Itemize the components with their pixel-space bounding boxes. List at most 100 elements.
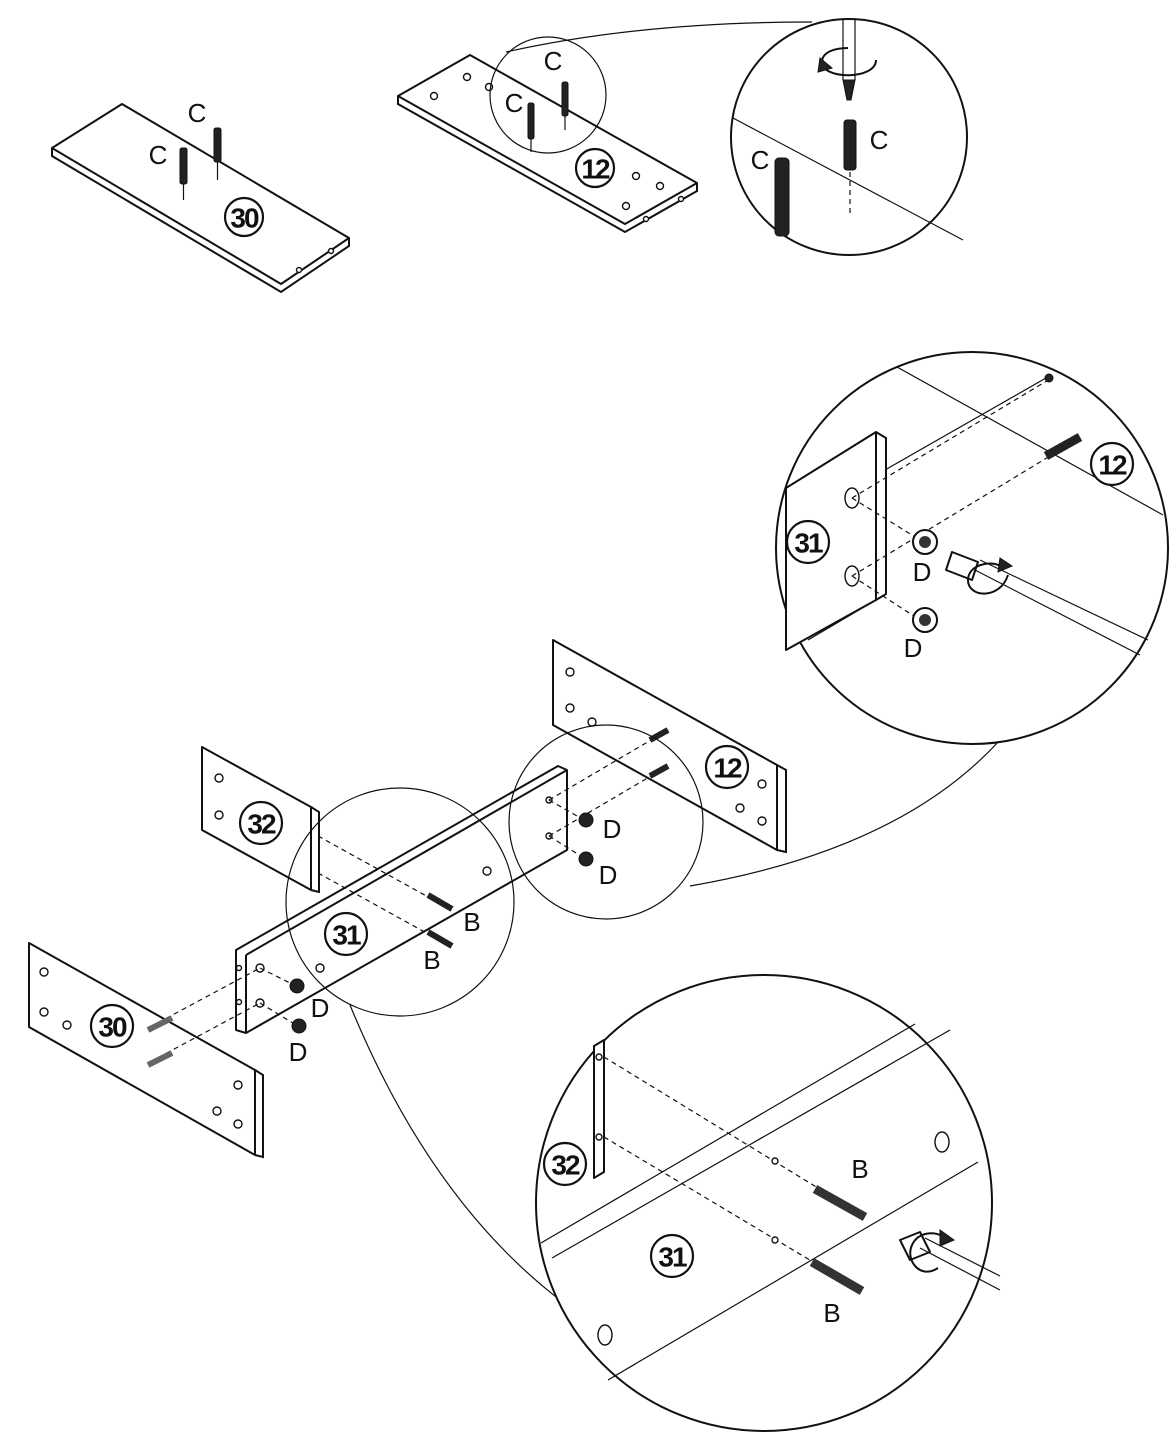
screw-icon bbox=[809, 1258, 865, 1295]
fitting-label-b: B bbox=[823, 1298, 840, 1328]
fitting-label-c: C bbox=[544, 46, 563, 76]
alignment-line bbox=[259, 967, 297, 987]
cam-bolt-icon bbox=[843, 119, 857, 171]
cam-lock-icon bbox=[919, 536, 931, 548]
step-main-assembly: 12 32 31 bbox=[28, 639, 1001, 1301]
fitting-label-b: B bbox=[463, 907, 480, 937]
cam-bolt-icon bbox=[1043, 433, 1083, 460]
hole bbox=[621, 201, 631, 211]
rotate-arrow-icon bbox=[997, 557, 1014, 573]
panel-30-board bbox=[28, 942, 256, 1156]
panel-12-edge bbox=[397, 96, 698, 234]
screwdriver-icon bbox=[842, 79, 856, 101]
board-edge bbox=[607, 1161, 979, 1381]
fitting-label-d: D bbox=[904, 633, 923, 663]
board-edge bbox=[551, 1029, 951, 1259]
fitting-label-d: D bbox=[289, 1037, 308, 1067]
panel-12-board bbox=[397, 54, 698, 225]
panel-30-board bbox=[51, 103, 350, 285]
rotate-arrow-icon bbox=[909, 1232, 946, 1273]
detail-callout-circle bbox=[489, 36, 607, 154]
part-badge-12: 12 bbox=[704, 744, 750, 790]
alignment-line bbox=[317, 872, 431, 936]
hole bbox=[771, 1157, 779, 1165]
cam-bolt-icon bbox=[774, 157, 790, 237]
board-edge bbox=[884, 377, 1047, 471]
hole bbox=[597, 1324, 613, 1346]
part-badge-31: 31 bbox=[785, 519, 831, 565]
hole bbox=[655, 181, 665, 191]
fitting-label-d: D bbox=[311, 993, 330, 1023]
detail-callout-circle bbox=[508, 724, 704, 920]
fitting-label-c: C bbox=[505, 88, 524, 118]
panel-32-edge bbox=[310, 806, 320, 894]
hole bbox=[233, 1119, 243, 1129]
screw-icon bbox=[426, 892, 454, 949]
alignment-line bbox=[259, 1002, 297, 1026]
hole bbox=[39, 967, 49, 977]
panel-12-edge bbox=[776, 764, 787, 854]
cam-bolt-icon bbox=[146, 1015, 174, 1068]
hole bbox=[587, 717, 597, 727]
part-badge-30: 30 bbox=[223, 196, 265, 238]
svg-text:31: 31 bbox=[658, 1242, 687, 1273]
hole bbox=[631, 171, 641, 181]
alignment-line bbox=[851, 455, 1051, 577]
hole bbox=[214, 773, 224, 783]
hole bbox=[235, 998, 243, 1006]
svg-text:30: 30 bbox=[98, 1012, 127, 1043]
alignment-line bbox=[851, 378, 1051, 499]
hole bbox=[295, 266, 303, 274]
cam-bolt-icon bbox=[648, 727, 670, 779]
fitting-label-b: B bbox=[851, 1154, 868, 1184]
panel-31-edge bbox=[245, 769, 568, 956]
cam-bolt-icon bbox=[179, 127, 222, 200]
hole bbox=[327, 247, 335, 255]
rotate-arrow-icon bbox=[817, 57, 834, 73]
hole bbox=[462, 72, 472, 82]
svg-text:32: 32 bbox=[551, 1150, 580, 1181]
rotate-arrow-icon bbox=[939, 1229, 956, 1247]
cam-lock-icon bbox=[578, 851, 594, 867]
callout-connector bbox=[689, 739, 1001, 887]
cam-lock-icon bbox=[919, 614, 931, 626]
hole bbox=[677, 195, 685, 203]
board-edge bbox=[896, 366, 1164, 516]
fitting-label-d: D bbox=[599, 860, 618, 890]
hole bbox=[429, 91, 439, 101]
svg-text:30: 30 bbox=[230, 203, 259, 234]
hole bbox=[482, 866, 492, 876]
alignment-line bbox=[603, 1136, 861, 1291]
detail-callout-circle bbox=[285, 787, 515, 1017]
panel-30-edge bbox=[51, 148, 350, 294]
fitting-label-c: C bbox=[149, 140, 168, 170]
alignment-line bbox=[851, 497, 921, 541]
hole bbox=[595, 1053, 603, 1061]
screwdriver-icon bbox=[899, 1231, 1001, 1291]
zoom-circle bbox=[535, 974, 993, 1432]
callout-connector bbox=[505, 21, 813, 53]
hole bbox=[212, 1106, 222, 1116]
fitting-label-c: C bbox=[751, 145, 770, 175]
hole bbox=[315, 963, 325, 973]
fitting-label-b: B bbox=[423, 945, 440, 975]
part-badge-12: 12 bbox=[1089, 441, 1135, 487]
svg-text:32: 32 bbox=[247, 809, 276, 840]
fitting-label-c: C bbox=[870, 125, 889, 155]
alignment-line bbox=[317, 835, 431, 899]
hole bbox=[757, 779, 767, 789]
part-badge-32: 32 bbox=[542, 1141, 588, 1187]
part-badge-31: 31 bbox=[649, 1233, 695, 1279]
panel-30-edge bbox=[254, 1069, 264, 1159]
part-badge-12: 12 bbox=[574, 147, 616, 189]
cam-bolt-head bbox=[1044, 373, 1054, 383]
svg-text:12: 12 bbox=[1098, 450, 1127, 481]
step-panel-30-bolts: C C 30 bbox=[51, 98, 350, 294]
part-badge-30: 30 bbox=[89, 1003, 135, 1049]
cam-lock-icon bbox=[578, 812, 594, 828]
svg-text:31: 31 bbox=[794, 528, 823, 559]
callout-connector bbox=[349, 1004, 561, 1301]
fitting-label-d: D bbox=[913, 557, 932, 587]
hole bbox=[214, 810, 224, 820]
